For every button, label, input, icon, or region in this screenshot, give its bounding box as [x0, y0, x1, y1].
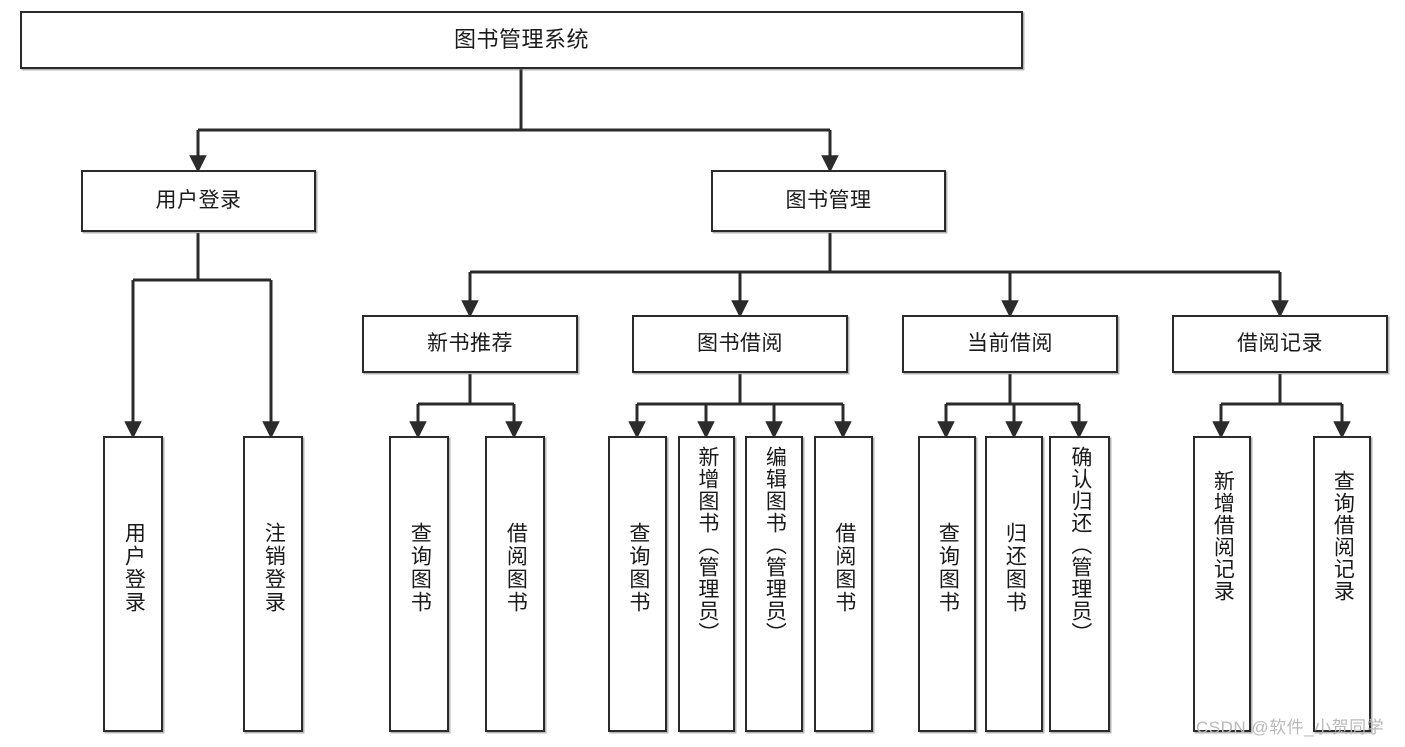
leaf-add-book-admin[interactable]: 新增图书（管理员）: [678, 436, 735, 732]
node-label: 用户登录: [122, 522, 146, 614]
node-label: 归还图书: [1003, 522, 1027, 614]
node-label: 查询图书: [408, 522, 432, 614]
node-user-login[interactable]: 用户登录: [81, 170, 316, 232]
node-label: 新书推荐: [427, 331, 513, 355]
node-label: 查询图书: [626, 522, 650, 614]
leaf-user-login[interactable]: 用户登录: [103, 436, 163, 732]
leaf-borrow-book-borrow[interactable]: 借阅图书: [814, 436, 873, 732]
node-label: 图书借阅: [697, 331, 783, 355]
node-label: 图书管理: [785, 188, 872, 212]
node-new-book-recommend[interactable]: 新书推荐: [362, 315, 578, 373]
node-label: 新增借阅记录: [1211, 470, 1235, 602]
node-label: 借阅记录: [1237, 331, 1323, 355]
node-label: 图书管理系统: [453, 27, 589, 53]
node-label: 借阅图书: [504, 522, 528, 614]
node-label: 借阅图书: [832, 522, 856, 614]
leaf-edit-book-admin[interactable]: 编辑图书（管理员）: [745, 436, 803, 732]
node-label: 确认归还（管理员）: [1068, 446, 1092, 644]
node-label: 注销登录: [262, 522, 286, 614]
node-root-book-management-system[interactable]: 图书管理系统: [20, 11, 1023, 69]
node-borrow-record[interactable]: 借阅记录: [1172, 315, 1388, 373]
leaf-return-book[interactable]: 归还图书: [985, 436, 1043, 732]
leaf-borrow-book-newbook[interactable]: 借阅图书: [485, 436, 545, 732]
leaf-query-borrow-record[interactable]: 查询借阅记录: [1313, 436, 1371, 732]
csdn-watermark: CSDN @软件_小贺同学: [1196, 718, 1385, 737]
leaf-query-book-borrow[interactable]: 查询图书: [608, 436, 667, 732]
leaf-confirm-return-admin[interactable]: 确认归还（管理员）: [1049, 436, 1110, 732]
node-label: 新增图书（管理员）: [695, 446, 719, 644]
node-current-borrow[interactable]: 当前借阅: [902, 315, 1118, 373]
node-book-borrow[interactable]: 图书借阅: [632, 315, 848, 373]
leaf-query-book-current[interactable]: 查询图书: [918, 436, 976, 732]
leaf-add-borrow-record[interactable]: 新增借阅记录: [1193, 436, 1251, 732]
node-label: 编辑图书（管理员）: [763, 446, 787, 644]
node-label: 查询借阅记录: [1331, 470, 1355, 602]
node-label: 当前借阅: [967, 331, 1053, 355]
leaf-query-book-newbook[interactable]: 查询图书: [389, 436, 449, 732]
node-label: 查询图书: [936, 522, 960, 614]
node-label: 用户登录: [155, 188, 242, 212]
leaf-logout[interactable]: 注销登录: [243, 436, 303, 732]
node-book-management[interactable]: 图书管理: [711, 170, 946, 232]
